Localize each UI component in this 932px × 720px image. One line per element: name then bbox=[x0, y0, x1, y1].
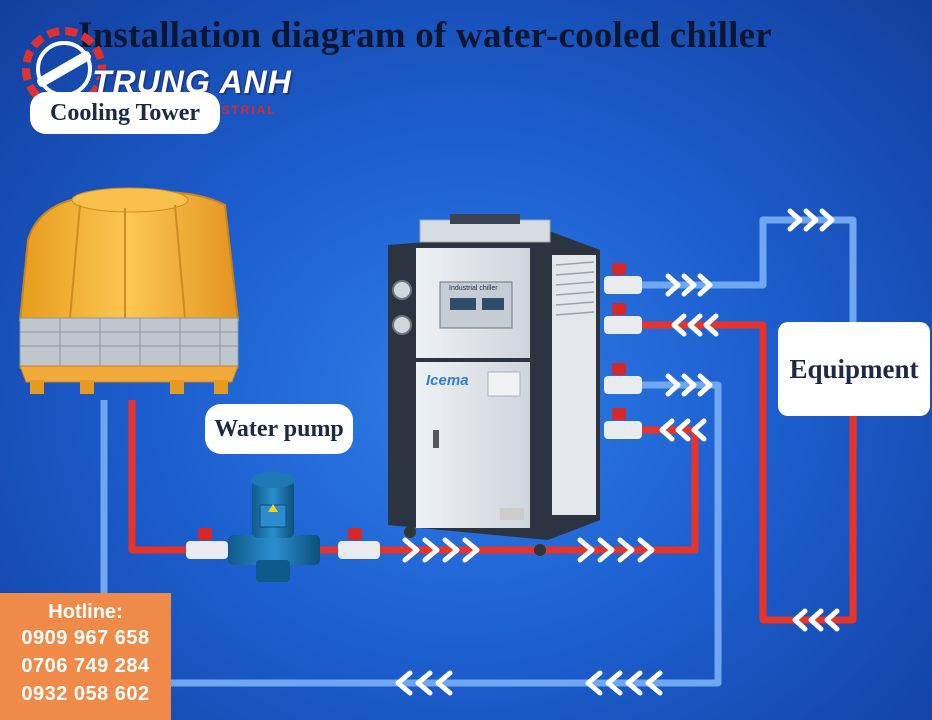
valve-4 bbox=[604, 303, 642, 334]
hotline-number[interactable]: 0909 967 658 bbox=[21, 627, 150, 649]
flow-arrows bbox=[395, 208, 840, 696]
equipment-supply-pipe bbox=[640, 216, 857, 322]
equipment-return-pipe bbox=[640, 321, 857, 624]
valve-6 bbox=[604, 408, 642, 439]
cooling-tower-label: Cooling Tower bbox=[30, 92, 220, 134]
arrows-return-bottom bbox=[395, 670, 663, 696]
hotline-number[interactable]: 0706 749 284 bbox=[21, 655, 150, 677]
chiller-panel-title: Industrial chiller bbox=[449, 285, 498, 292]
water-pump bbox=[228, 472, 320, 582]
hotline-box: Hotline: 0909 967 658 0706 749 284 0932 … bbox=[0, 593, 171, 720]
chiller-unit bbox=[388, 214, 600, 556]
pump-to-chiller-pipe bbox=[318, 426, 699, 554]
valve-2 bbox=[338, 528, 380, 559]
water-pump-label: Water pump bbox=[205, 404, 353, 454]
valves bbox=[186, 263, 642, 559]
hotline-number[interactable]: 0932 058 602 bbox=[21, 683, 150, 705]
diagram-title: Installation diagram of water-cooled chi… bbox=[78, 15, 772, 56]
chiller-brand: Icema bbox=[426, 372, 469, 389]
hotline-title: Hotline: bbox=[48, 601, 123, 623]
valve-3 bbox=[604, 263, 642, 294]
cooling-tower bbox=[18, 187, 240, 394]
equipment-label: Equipment bbox=[778, 322, 930, 416]
arrows-to-chiller bbox=[402, 537, 655, 563]
valve-1 bbox=[186, 528, 228, 559]
arrows-equipment bbox=[659, 208, 840, 632]
valve-5 bbox=[604, 363, 642, 394]
